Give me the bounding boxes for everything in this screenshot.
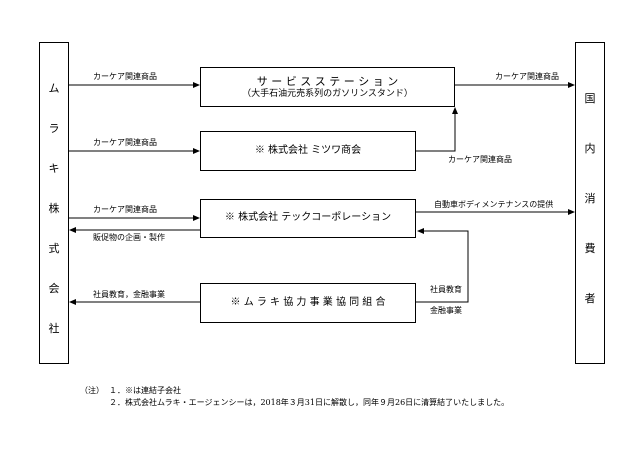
service-station-title: サ ー ビ ス ス テ ー シ ョ ン: [256, 75, 399, 88]
muraki-char: 会: [48, 282, 60, 295]
consumers-char: 国: [584, 92, 596, 105]
label-employee-edu: 社員教育: [430, 285, 462, 294]
label-promo: 販促物の企画・製作: [93, 233, 165, 242]
muraki-char: 株: [48, 202, 60, 215]
muraki-char: 社: [48, 322, 60, 335]
arrow-mitsuwa-to-service-station: [416, 107, 458, 152]
label-finance: 金融事業: [430, 306, 462, 315]
label-employee-edu-finance: 社員教育，金融事業: [93, 290, 165, 299]
mitsuwa-title: ※ 株式会社 ミツワ商会: [254, 145, 362, 156]
muraki-char: 式: [48, 242, 60, 255]
muraki-company-box: ム ラ キ 株 式 会 社: [39, 42, 69, 364]
service-station-box: サ ー ビ ス ス テ ー シ ョ ン （大手石油元売系列のガソリンスタンド）: [200, 67, 455, 107]
arrow-cooperative-to-techcorporation: [416, 228, 469, 303]
consumers-char: 消: [584, 192, 596, 205]
consumers-char: 内: [584, 142, 596, 155]
muraki-char: ム: [48, 82, 60, 95]
muraki-char: ラ: [48, 122, 60, 135]
label-car-care-to-tech: カーケア関連商品: [93, 205, 157, 214]
cooperative-title: ※ ム ラ キ 協 力 事 業 協 同 組 合: [230, 297, 386, 308]
label-car-care-ss-out: カーケア関連商品: [495, 72, 559, 81]
service-station-subtitle: （大手石油元売系列のガソリンスタンド）: [242, 89, 413, 99]
cooperative-box: ※ ム ラ キ 協 力 事 業 協 同 組 合: [200, 283, 416, 323]
label-car-care-to-ss: カーケア関連商品: [93, 72, 157, 81]
label-car-care-mitsuwa-out: カーケア関連商品: [448, 155, 512, 164]
domestic-consumers-box: 国 内 消 費 者: [575, 42, 605, 364]
muraki-char: キ: [48, 162, 60, 175]
consumers-char: 費: [584, 242, 596, 255]
label-maintenance: 自動車ボディメンテナンスの提供: [434, 200, 554, 209]
note-line-1: １．※は連結子会社: [109, 386, 181, 395]
consumers-char: 者: [584, 292, 596, 305]
techcorporation-title: ※ 株式会社 テックコーポレーション: [224, 212, 392, 223]
techcorporation-box: ※ 株式会社 テックコーポレーション: [200, 199, 416, 238]
note-line-2: ２．株式会社ムラキ・エージェンシーは，2018年３月31日に解散し，同年９月26…: [109, 398, 510, 407]
label-car-care-to-mitsuwa: カーケア関連商品: [93, 138, 157, 147]
mitsuwa-box: ※ 株式会社 ミツワ商会: [200, 131, 416, 171]
note-prefix: （注）: [80, 386, 104, 395]
